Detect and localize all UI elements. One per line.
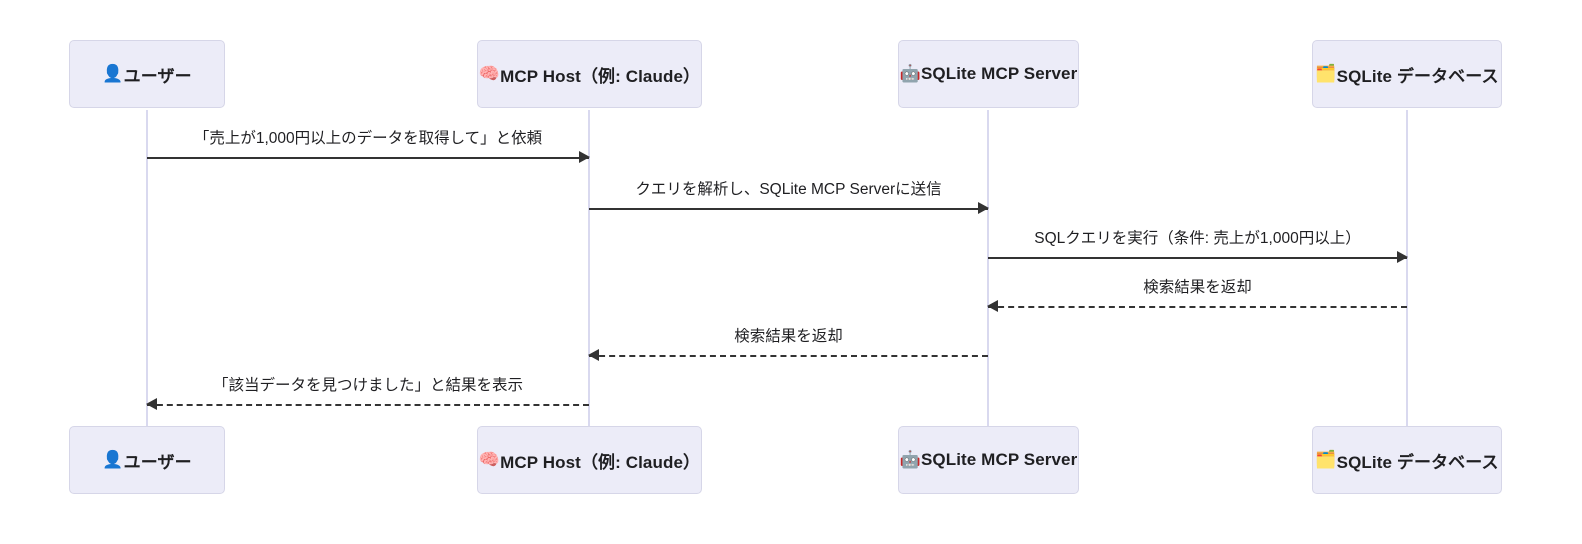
message-label: SQLクエリを実行（条件: 売上が1,000円以上） [1034,230,1361,247]
brain-icon: 🧠 [478,449,501,470]
user-icon: 👤 [102,63,124,84]
message-arrow-line [147,157,589,159]
participant-label: SQLite データベース [1336,66,1499,86]
robot-icon: 🤖 [899,63,921,84]
message-label: 「該当データを見つけました」と結果を表示 [212,377,523,394]
lifeline-mcp-host [588,110,590,426]
message-arrow-line [589,208,988,210]
lifeline-user [146,110,148,426]
participant-sqlite-database-header[interactable]: 🗂️SQLite データベース [1312,40,1502,108]
participant-label: SQLite データベース [1336,452,1499,472]
message-label: 「売上が1,000円以上のデータを取得して」と依頼 [193,130,543,147]
lifeline-sqlite-database [1406,110,1408,426]
arrowhead-left-icon [987,300,998,312]
message-arrow-line [988,257,1407,259]
participant-user-footer[interactable]: 👤ユーザー [69,426,225,494]
participant-mcp-host-header[interactable]: 🧠MCP Host（例: Claude） [477,40,702,108]
participant-label: SQLite MCP Server [920,64,1078,83]
message-label: クエリを解析し、SQLite MCP Serverに送信 [635,181,942,198]
message-arrow-line [589,355,988,357]
participant-user-header[interactable]: 👤ユーザー [69,40,225,108]
participant-sqlite-mcp-server-header[interactable]: 🤖SQLite MCP Server [898,40,1079,108]
arrowhead-right-icon [579,151,590,163]
participant-label: SQLite MCP Server [920,450,1078,469]
participant-label: ユーザー [123,66,192,86]
message-label: 検索結果を返却 [1143,279,1252,296]
arrowhead-right-icon [978,202,989,214]
user-icon: 👤 [102,449,124,470]
message-label: 検索結果を返却 [734,328,843,345]
brain-icon: 🧠 [478,63,501,84]
arrowhead-left-icon [588,349,599,361]
arrowhead-left-icon [146,398,157,410]
participant-sqlite-database-footer[interactable]: 🗂️SQLite データベース [1312,426,1502,494]
participant-sqlite-mcp-server-footer[interactable]: 🤖SQLite MCP Server [898,426,1079,494]
message-arrow-line [147,404,589,406]
participant-label: ユーザー [123,452,192,472]
robot-icon: 🤖 [899,449,921,470]
participant-mcp-host-footer[interactable]: 🧠MCP Host（例: Claude） [477,426,702,494]
lifeline-sqlite-mcp-server [987,110,989,426]
message-arrow-line [988,306,1407,308]
participant-label: MCP Host（例: Claude） [500,452,701,472]
card-index-dividers-icon: 🗂️ [1315,63,1337,84]
arrowhead-right-icon [1397,251,1408,263]
participant-label: MCP Host（例: Claude） [500,66,701,86]
card-index-dividers-icon: 🗂️ [1315,449,1337,470]
